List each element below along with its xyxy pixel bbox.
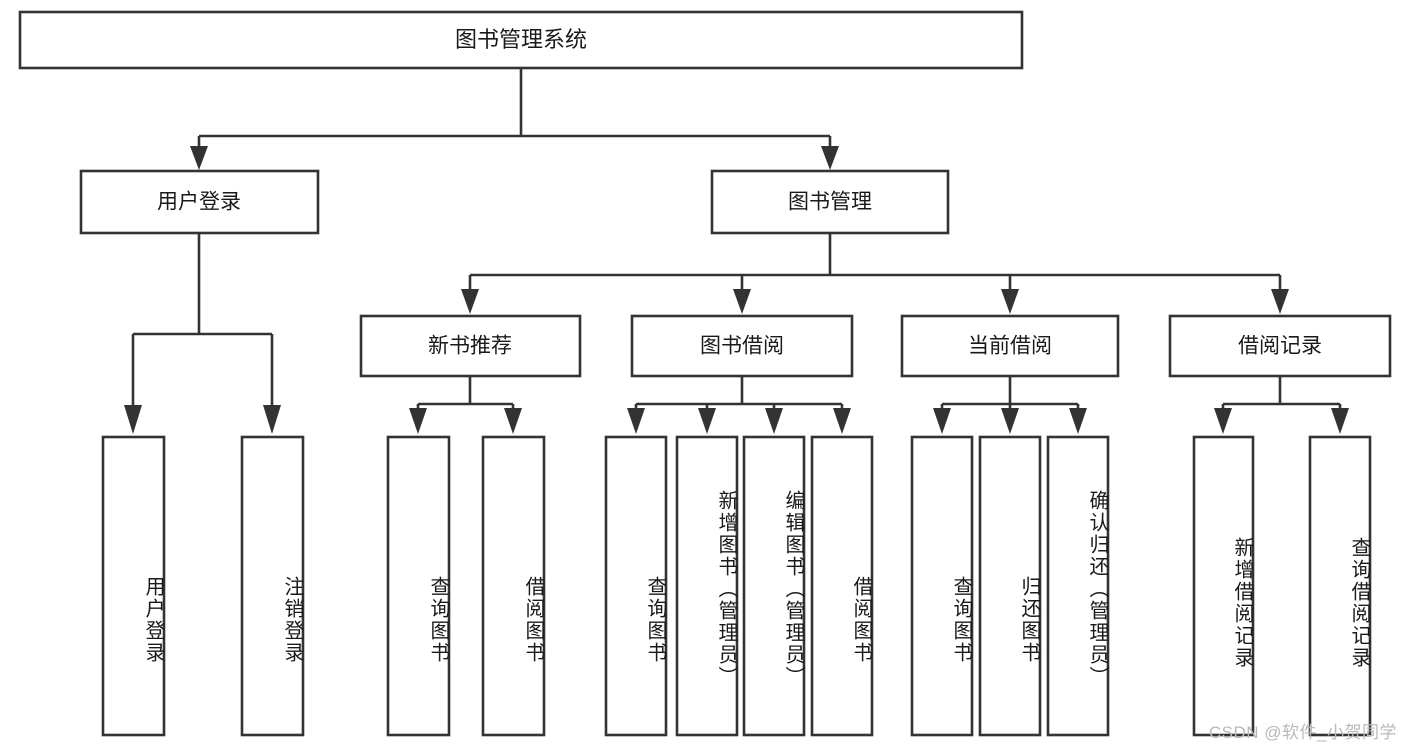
- node-root[interactable]: 图书管理系统: [18, 10, 1024, 70]
- node-book-manage[interactable]: 图书管理: [710, 169, 950, 235]
- leaf-box-borrow-book-1[interactable]: [481, 435, 546, 737]
- connector-bookborrow-to-leaves: [627, 376, 851, 434]
- leaf-boxes: [101, 435, 1372, 737]
- leaf-box-query-book-3[interactable]: [910, 435, 974, 737]
- node-user-login[interactable]: 用户登录: [79, 169, 320, 235]
- connector-root-to-level2: [190, 68, 839, 170]
- node-book-borrow-label: 图书借阅: [700, 335, 784, 358]
- leaf-box-user-logout[interactable]: [240, 435, 305, 737]
- leaf-box-query-book-2[interactable]: [604, 435, 668, 737]
- leaf-box-add-record[interactable]: [1192, 435, 1255, 737]
- node-new-book-recommend-label: 新书推荐: [428, 335, 512, 358]
- leaf-box-return-book[interactable]: [978, 435, 1042, 737]
- node-new-book-recommend[interactable]: 新书推荐: [359, 314, 582, 378]
- watermark: CSDN @软件_小贺同学: [1208, 723, 1397, 742]
- leaf-box-query-book-1[interactable]: [386, 435, 451, 737]
- node-current-borrow-label: 当前借阅: [968, 335, 1052, 358]
- connector-userlogin-to-leaves: [124, 233, 281, 434]
- node-book-manage-label: 图书管理: [788, 191, 872, 214]
- connector-currentborrow-to-leaves: [933, 376, 1087, 434]
- leaf-box-confirm-return[interactable]: [1046, 435, 1110, 737]
- leaf-box-edit-book[interactable]: [742, 435, 806, 737]
- leaf-box-user-login[interactable]: [101, 435, 166, 737]
- node-borrow-record[interactable]: 借阅记录: [1168, 314, 1392, 378]
- connector-bookmanage-to-level3: [461, 233, 1289, 314]
- leaf-box-add-book[interactable]: [675, 435, 739, 737]
- connector-borrowrecord-to-leaves: [1214, 376, 1349, 434]
- connector-newbook-to-leaves: [409, 376, 522, 434]
- leaf-box-query-record[interactable]: [1308, 435, 1372, 737]
- leaf-box-borrow-book-2[interactable]: [810, 435, 874, 737]
- node-book-borrow[interactable]: 图书借阅: [630, 314, 854, 378]
- node-root-label: 图书管理系统: [455, 27, 587, 52]
- node-borrow-record-label: 借阅记录: [1238, 335, 1322, 358]
- node-user-login-label: 用户登录: [157, 191, 241, 214]
- node-current-borrow[interactable]: 当前借阅: [900, 314, 1120, 378]
